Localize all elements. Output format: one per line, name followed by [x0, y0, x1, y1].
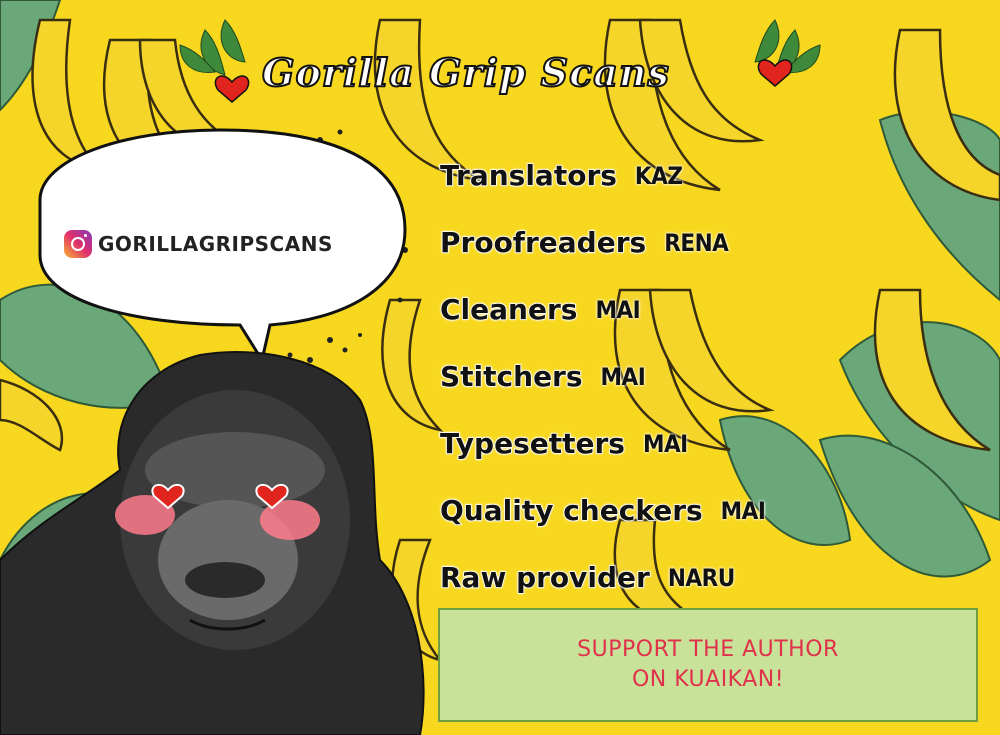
credit-name: KAZ: [634, 161, 683, 190]
credit-row: Stitchers MAI: [439, 343, 765, 410]
credit-row: Raw provider NARU: [439, 544, 765, 611]
instagram-handle[interactable]: GORILLAGRIPSCANS: [64, 230, 333, 258]
credit-row: Cleaners MAI: [439, 276, 765, 343]
credit-role: Translators: [439, 158, 617, 193]
credit-name: MAI: [600, 362, 646, 391]
credit-row: Proofreaders RENA: [439, 209, 765, 276]
credit-role: Cleaners: [439, 292, 578, 327]
support-line-1: SUPPORT THE AUTHOR: [577, 637, 839, 662]
credit-role: Quality checkers: [439, 493, 703, 528]
credit-row: Quality checkers MAI: [439, 477, 766, 544]
credit-role: Raw provider: [439, 560, 650, 595]
heart-eye-icon: [255, 483, 289, 510]
credit-name: MAI: [642, 429, 688, 458]
credit-name: RENA: [664, 228, 729, 257]
instagram-icon: [64, 230, 92, 258]
credit-name: NARU: [667, 563, 735, 592]
credit-role: Stitchers: [439, 359, 583, 394]
title-hearts: [214, 59, 793, 103]
credit-name: MAI: [720, 496, 766, 525]
credit-row: Typesetters MAI: [439, 410, 765, 477]
gorilla-illustration: [0, 351, 425, 735]
credit-row: Translators KAZ: [439, 142, 765, 209]
page-title: Gorilla Grip Scans: [261, 49, 670, 96]
credit-role: Proofreaders: [439, 225, 647, 260]
banana-decorations: [0, 18, 1000, 663]
credit-role: Typesetters: [439, 426, 625, 461]
credit-name: MAI: [595, 295, 641, 324]
instagram-handle-text: GORILLAGRIPSCANS: [98, 232, 333, 256]
heart-eye-icon: [151, 483, 185, 510]
credits-list: Translators KAZ Proofreaders RENA Cleane…: [439, 142, 766, 611]
support-author-box: SUPPORT THE AUTHOR ON KUAIKAN!: [438, 608, 978, 722]
support-line-2: ON KUAIKAN!: [631, 667, 785, 692]
speech-bubble: [38, 128, 407, 364]
